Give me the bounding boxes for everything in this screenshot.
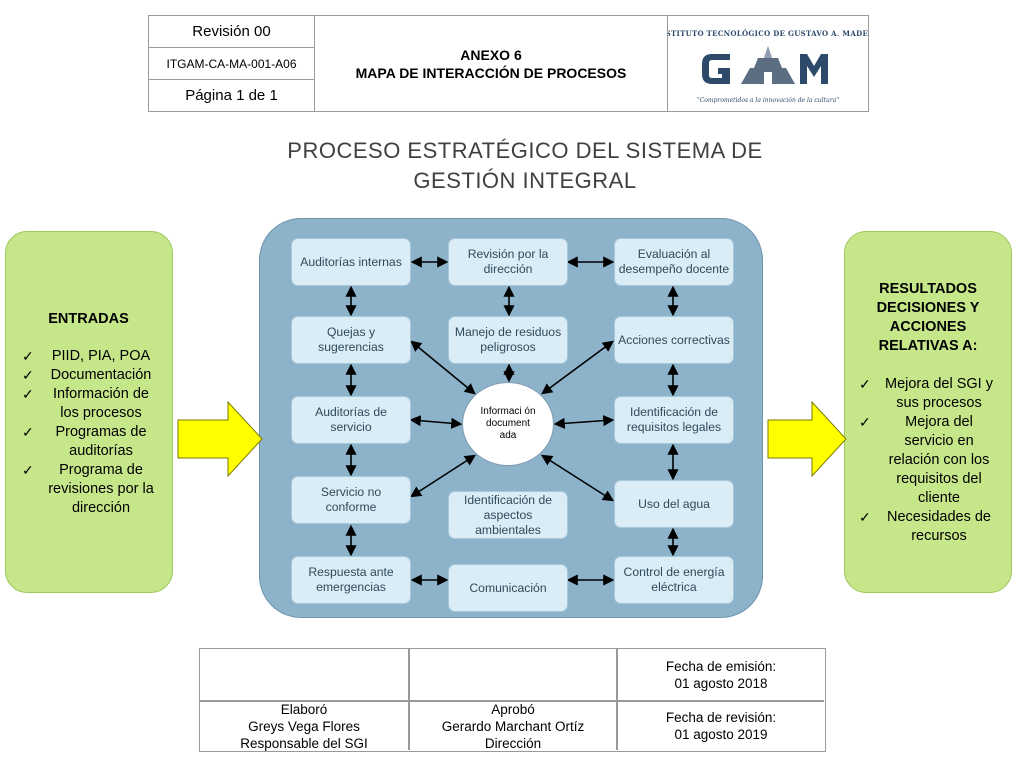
- list-item: ✓Documentación: [22, 367, 152, 383]
- check-icon: ✓: [859, 509, 871, 525]
- footer-divider: [616, 649, 618, 750]
- issue-date-value: 01 agosto 2018: [674, 675, 768, 691]
- list-item: ✓PIID, PIA, POA: [22, 348, 151, 364]
- annex-label: ANEXO 6: [460, 46, 522, 63]
- page-title-line1: PROCESO ESTRATÉGICO DEL SISTEMA DE: [287, 138, 763, 163]
- prepared-by-cell: Elaboró Greys Vega Flores Responsable de…: [200, 701, 408, 751]
- footer-divider: [200, 700, 824, 702]
- inputs-heading: ENTRADAS: [48, 311, 129, 327]
- revision-date-label: Fecha de revisión:: [665, 710, 777, 725]
- document-title: MAPA DE INTERACCIÓN DE PROCESOS: [355, 64, 627, 81]
- output-arrow-icon: [767, 400, 847, 478]
- approved-name: Gerardo Marchant Ortíz: [441, 718, 585, 734]
- page-title-line2: GESTIÓN INTEGRAL: [413, 168, 637, 193]
- process-respuesta-emergencias: Respuesta ante emergencias: [291, 556, 411, 604]
- connector-line: [541, 340, 614, 395]
- prepared-name: Greys Vega Flores: [248, 718, 360, 734]
- input-arrow-icon: [177, 400, 263, 478]
- check-icon: ✓: [859, 414, 871, 430]
- process-residuos-peligrosos: Manejo de residuos peligrosos: [448, 316, 568, 364]
- institution-logo: INSTITUTO TECNOLÓGICO DE GUSTAVO A. MADE…: [668, 16, 868, 111]
- prepared-role: Responsable del SGI: [240, 735, 368, 751]
- process-servicio-no-conforme: Servicio no conforme: [291, 476, 411, 524]
- approved-by-cell: Aprobó Gerardo Marchant Ortíz Dirección: [410, 701, 616, 751]
- connector-line: [540, 454, 615, 502]
- check-icon: ✓: [22, 462, 34, 478]
- issue-date-label: Fecha de emisión:: [665, 658, 777, 674]
- check-icon: ✓: [859, 376, 871, 392]
- process-auditorias-servicio: Auditorías de servicio: [291, 396, 411, 444]
- connector-line: [553, 415, 615, 429]
- page-title: PROCESO ESTRATÉGICO DEL SISTEMA DE GESTI…: [240, 136, 810, 196]
- process-aspectos-ambientales: Identificación de aspectos ambientales: [448, 491, 568, 539]
- outputs-heading: RESULTADOS DECISIONES Y ACCIONES RELATIV…: [876, 281, 980, 354]
- process-requisitos-legales: Identificación de requisitos legales: [614, 396, 734, 444]
- connector-line: [410, 340, 476, 395]
- inputs-box: ENTRADAS ✓PIID, PIA, POA ✓Documentación …: [5, 231, 173, 593]
- outputs-list: ✓Mejora del SGI y sus procesos ✓Mejora d…: [859, 375, 999, 546]
- documented-information-circle: Informaci ón document ada: [462, 382, 554, 466]
- issue-date-cell: Fecha de emisión: 01 agosto 2018: [618, 649, 824, 700]
- check-icon: ✓: [22, 424, 34, 440]
- list-item: ✓Información de los procesos: [22, 386, 149, 421]
- process-comunicacion: Comunicación: [448, 564, 568, 612]
- revision-date-cell: Fecha de revisión: 01 agosto 2019: [618, 702, 824, 750]
- page-number: Página 1 de 1: [149, 80, 315, 111]
- approved-label: Aprobó: [491, 701, 535, 717]
- process-revision-direccion: Revisión por la dirección: [448, 238, 568, 286]
- approved-role: Dirección: [484, 735, 542, 751]
- footer-divider: [408, 649, 410, 750]
- connector-line: [409, 415, 463, 429]
- process-control-energia: Control de energía eléctrica: [614, 556, 734, 604]
- process-uso-agua: Uso del agua: [614, 480, 734, 528]
- outputs-box: RESULTADOS DECISIONES Y ACCIONES RELATIV…: [844, 231, 1012, 593]
- revision-cell: Revisión 00: [149, 16, 315, 48]
- list-item: ✓Programa de revisiones por la dirección: [22, 462, 154, 516]
- process-quejas-sugerencias: Quejas y sugerencias: [291, 316, 411, 364]
- list-item: ✓Programas de auditorías: [22, 424, 147, 459]
- check-icon: ✓: [22, 367, 34, 383]
- svg-text:INSTITUTO TECNOLÓGICO DE GUSTA: INSTITUTO TECNOLÓGICO DE GUSTAVO A. MADE…: [668, 29, 868, 38]
- connector-line: [409, 454, 477, 498]
- process-evaluacion-docente: Evaluación al desempeño docente: [614, 238, 734, 286]
- document-title-cell: ANEXO 6 MAPA DE INTERACCIÓN DE PROCESOS: [315, 16, 668, 111]
- document-code: ITGAM-CA-MA-001-A06: [149, 48, 315, 80]
- list-item: ✓Mejora del SGI y sus procesos: [859, 376, 993, 411]
- list-item: ✓Necesidades de recursos: [859, 509, 991, 544]
- inputs-list: ✓PIID, PIA, POA ✓Documentación ✓Informac…: [22, 347, 160, 518]
- gam-logo-icon: INSTITUTO TECNOLÓGICO DE GUSTAVO A. MADE…: [668, 29, 868, 104]
- header-table: Revisión 00 ITGAM-CA-MA-001-A06 Página 1…: [148, 15, 869, 112]
- list-item: ✓Mejora del servicio en relación con los…: [859, 414, 990, 506]
- check-icon: ✓: [22, 386, 34, 402]
- footer-table: Fecha de emisión: 01 agosto 2018 Elaboró…: [199, 648, 826, 752]
- prepared-label: Elaboró: [280, 701, 328, 717]
- process-auditorias-internas: Auditorías internas: [291, 238, 411, 286]
- process-acciones-correctivas: Acciones correctivas: [614, 316, 734, 364]
- svg-text:"Comprometidos a la innovación: "Comprometidos a la innovación de la cul…: [697, 97, 839, 104]
- revision-date-value: 01 agosto 2019: [674, 727, 768, 742]
- check-icon: ✓: [22, 348, 34, 364]
